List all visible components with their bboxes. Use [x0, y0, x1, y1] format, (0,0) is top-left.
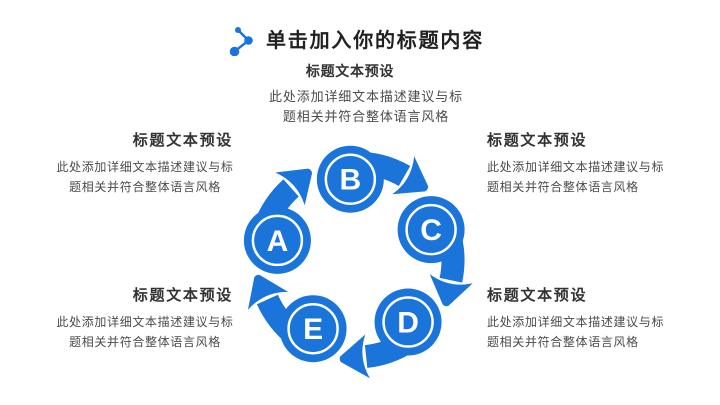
- share-nodes-icon: [229, 27, 253, 56]
- cycle-diagram[interactable]: A B C D E: [231, 135, 481, 385]
- slide-title: 单击加入你的标题内容: [266, 30, 484, 52]
- cycle-node-A[interactable]: A: [243, 206, 311, 274]
- text-block-top[interactable]: 标题文本预设 此处添加详细文本描述建议与标 题相关并符合整体语言风格: [255, 63, 477, 126]
- block-title: 标题文本预设: [132, 287, 233, 304]
- block-body-line2: 题相关并符合整体语言风格: [487, 335, 639, 349]
- block-body-line2: 题相关并符合整体语言风格: [69, 335, 221, 349]
- cycle-node-D[interactable]: D: [374, 288, 442, 356]
- block-body-line2: 题相关并符合整体语言风格: [69, 180, 221, 194]
- node-inner-ring: [251, 214, 304, 267]
- node-letter: C: [420, 214, 442, 247]
- node-letter: E: [303, 313, 323, 346]
- node-letter: B: [340, 164, 362, 197]
- block-title: 标题文本预设: [487, 132, 588, 149]
- block-body-line2: 题相关并符合整体语言风格: [282, 108, 450, 124]
- node-letter: A: [267, 225, 289, 258]
- text-block-upper-left[interactable]: 标题文本预设 此处添加详细文本描述建议与标 题相关并符合整体语言风格: [54, 132, 236, 197]
- block-body-line1: 此处添加详细文本描述建议与标: [269, 89, 463, 104]
- node-inner-ring: [324, 153, 377, 205]
- node-letter: D: [397, 307, 419, 340]
- block-body-line1: 此处添加详细文本描述建议与标: [487, 315, 665, 329]
- block-body-line1: 此处添加详细文本描述建议与标: [487, 160, 665, 174]
- text-block-upper-right[interactable]: 标题文本预设 此处添加详细文本描述建议与标 题相关并符合整体语言风格: [487, 132, 687, 197]
- block-body-line1: 此处添加详细文本描述建议与标: [56, 315, 234, 329]
- text-block-lower-right[interactable]: 标题文本预设 此处添加详细文本描述建议与标 题相关并符合整体语言风格: [487, 287, 687, 352]
- node-inner-ring: [405, 203, 457, 256]
- node-inner-ring: [382, 296, 434, 348]
- slide-title-placeholder[interactable]: 单击加入你的标题内容: [227, 26, 484, 56]
- node-inner-ring: [287, 302, 339, 355]
- text-block-lower-left[interactable]: 标题文本预设 此处添加详细文本描述建议与标 题相关并符合整体语言风格: [54, 287, 236, 352]
- cycle-node-E[interactable]: E: [279, 295, 347, 363]
- cycle-node-B[interactable]: B: [316, 145, 384, 213]
- cycle-node-C[interactable]: C: [397, 196, 465, 264]
- block-title: 标题文本预设: [132, 132, 233, 149]
- block-title: 标题文本预设: [487, 287, 588, 304]
- block-body-line2: 题相关并符合整体语言风格: [487, 180, 639, 194]
- block-title: 标题文本预设: [305, 63, 395, 79]
- block-body-line1: 此处添加详细文本描述建议与标: [56, 160, 234, 174]
